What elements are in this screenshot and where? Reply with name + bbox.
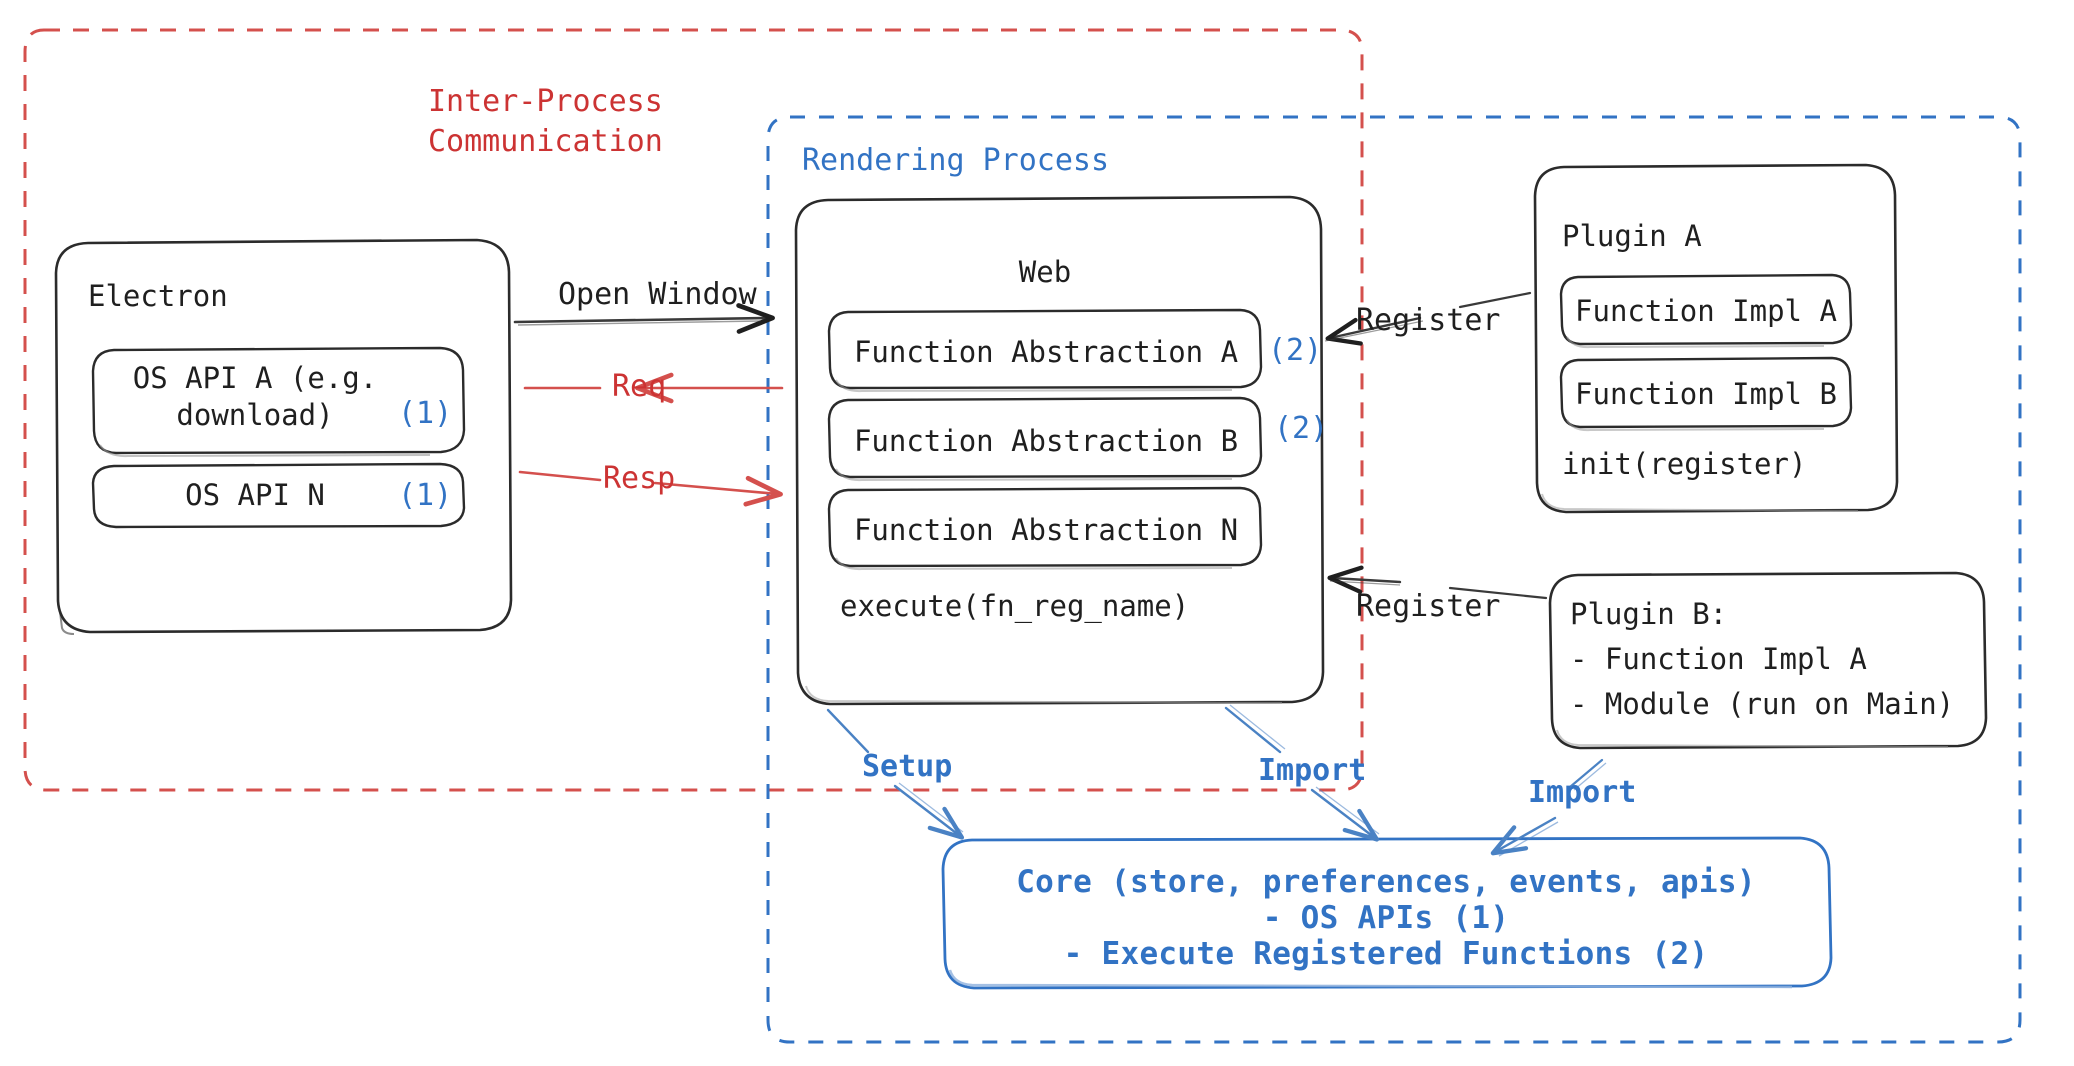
web-execute-label: execute(fn_reg_name) — [840, 589, 1190, 623]
web-title: Web — [1018, 255, 1072, 289]
os-api-n-label[interactable]: OS API N — [185, 478, 325, 512]
arrow-open-window — [513, 303, 775, 334]
os-api-a-label[interactable]: OS API A (e.g. download) — [132, 361, 378, 433]
edge-label-setup: Setup — [862, 749, 953, 784]
plugin-b-item-function-impl-a: - Function Impl A — [1570, 642, 1867, 676]
function-abstraction-b-marker: (2) — [1274, 411, 1329, 446]
function-abstraction-n-label[interactable]: Function Abstraction N — [853, 513, 1239, 547]
edge-label-register-plugin-a: Register — [1356, 303, 1501, 338]
function-impl-b-label[interactable]: Function Impl B — [1575, 377, 1837, 411]
os-api-a-marker: (1) — [398, 396, 453, 431]
function-abstraction-a-label[interactable]: Function Abstraction A — [853, 335, 1239, 369]
edge-label-import-web: Import — [1258, 753, 1367, 788]
core-item-execute-registered-functions: - Execute Registered Functions (2) — [1063, 936, 1709, 972]
plugin-a-title: Plugin A — [1562, 219, 1702, 253]
rendering-process-title: Rendering Process — [802, 143, 1110, 178]
edge-label-open-window: Open Window — [558, 277, 757, 312]
function-abstraction-a-marker: (2) — [1268, 333, 1323, 368]
edge-label-import-plugin-b: Import — [1528, 775, 1637, 810]
plugin-b-title: Plugin B: — [1570, 597, 1728, 631]
edge-label-resp: Resp — [603, 461, 676, 496]
plugin-a-init-label: init(register) — [1562, 447, 1807, 481]
core-title: Core (store, preferences, events, apis) — [1016, 864, 1756, 900]
edge-label-register-plugin-b: Register — [1356, 589, 1501, 624]
os-api-n-marker: (1) — [398, 478, 453, 513]
function-abstraction-b-label[interactable]: Function Abstraction B — [853, 424, 1239, 458]
plugin-b-item-module: - Module (run on Main) — [1570, 687, 1955, 721]
electron-title: Electron — [88, 279, 228, 313]
edge-label-req: Req — [612, 369, 667, 404]
ipc-title: Inter-Process Communication — [428, 84, 663, 159]
core-item-os-apis: - OS APIs (1) — [1262, 900, 1510, 936]
function-impl-a-label[interactable]: Function Impl A — [1575, 294, 1837, 328]
